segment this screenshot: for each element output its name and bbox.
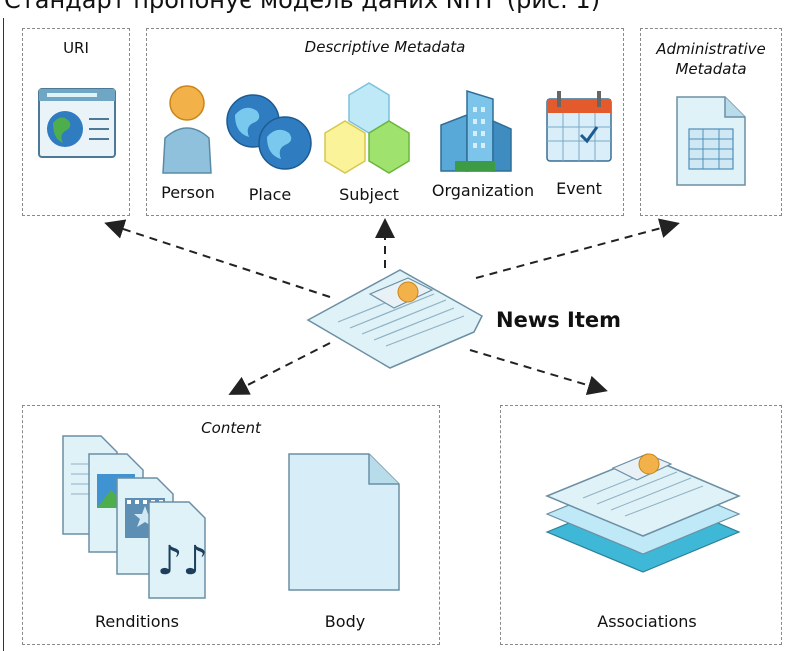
content-title: Content (201, 419, 261, 437)
administrative-metadata-title-line1: Administrative (656, 40, 766, 58)
content-box: Content ♪♪ Renditions Body (22, 405, 440, 645)
figure-caption: Стандарт пропонує модель даних NITF (рис… (4, 0, 601, 14)
uri-box: URI (22, 28, 130, 216)
building-icon (440, 89, 512, 172)
person-icon (162, 85, 212, 174)
associations-box: Associations (500, 405, 782, 645)
associations-label: Associations (597, 612, 697, 631)
left-border-line (3, 18, 4, 651)
globe-icon (226, 94, 312, 170)
organization-label: Organization (431, 181, 535, 200)
body-document-icon (288, 453, 400, 591)
svg-text:♪♪: ♪♪ (157, 538, 208, 584)
person-label: Person (161, 183, 215, 202)
browser-window-icon (38, 88, 116, 158)
arrow-to-administrative (475, 218, 680, 279)
news-item-title: News Item (496, 308, 622, 332)
descriptive-metadata-box: Descriptive Metadata Person Place Subjec… (146, 28, 624, 216)
descriptive-metadata-title: Descriptive Metadata (304, 38, 466, 56)
renditions-label: Renditions (95, 612, 179, 631)
cubes-icon (324, 82, 410, 174)
spreadsheet-document-icon (676, 96, 746, 186)
administrative-metadata-box: Administrative Metadata (640, 28, 782, 216)
renditions-stack-icon: ♪♪ (62, 435, 208, 599)
event-label: Event (556, 179, 602, 198)
calendar-icon (546, 91, 612, 162)
arrow-to-uri (104, 219, 331, 298)
subject-label: Subject (339, 185, 399, 204)
news-item-document-icon (306, 269, 483, 369)
arrow-to-associations (469, 349, 608, 396)
body-label: Body (324, 612, 366, 631)
uri-title: URI (63, 39, 89, 57)
arrow-to-content (228, 342, 331, 395)
administrative-metadata-title-line2: Metadata (675, 60, 747, 78)
associations-stack-icon (545, 453, 741, 573)
place-label: Place (248, 185, 292, 204)
